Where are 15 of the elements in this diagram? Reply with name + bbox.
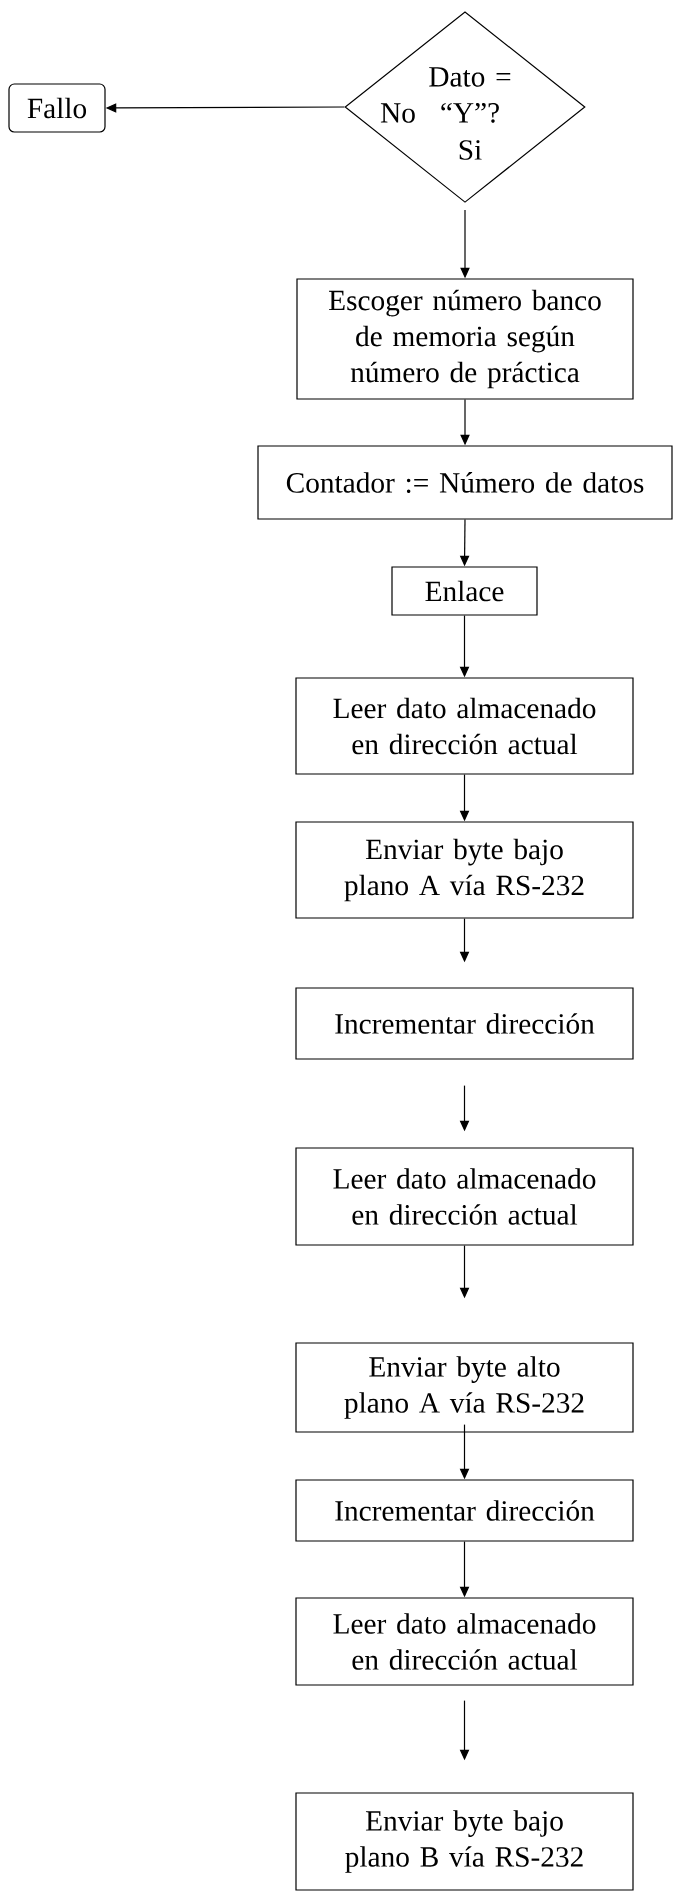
process-box: Incrementar dirección bbox=[295, 1479, 634, 1542]
process-box: Leer dato almacenado en dirección actual bbox=[295, 677, 634, 775]
process-box: Escoger número banco de memoria según número de práctica bbox=[296, 278, 634, 400]
process-box: Contador := Número de datos bbox=[257, 445, 673, 520]
decision-text: Dato = “Y”? bbox=[429, 67, 511, 123]
process-box: Enviar byte bajo plano A vía RS-232 bbox=[295, 821, 634, 919]
process-box: Leer dato almacenado en dirección actual bbox=[295, 1147, 634, 1246]
process-box: Enviar byte alto plano A vía RS-232 bbox=[295, 1342, 634, 1433]
terminal-box: Fallo bbox=[8, 83, 106, 133]
process-box: Leer dato almacenado en dirección actual bbox=[295, 1597, 634, 1686]
branch-label: No bbox=[380, 103, 415, 123]
process-box: Enviar byte bajo plano B vía RS-232 bbox=[295, 1792, 634, 1891]
branch-label: Si bbox=[459, 140, 482, 160]
process-box: Incrementar dirección bbox=[295, 987, 634, 1060]
process-box: Enlace bbox=[391, 566, 538, 616]
